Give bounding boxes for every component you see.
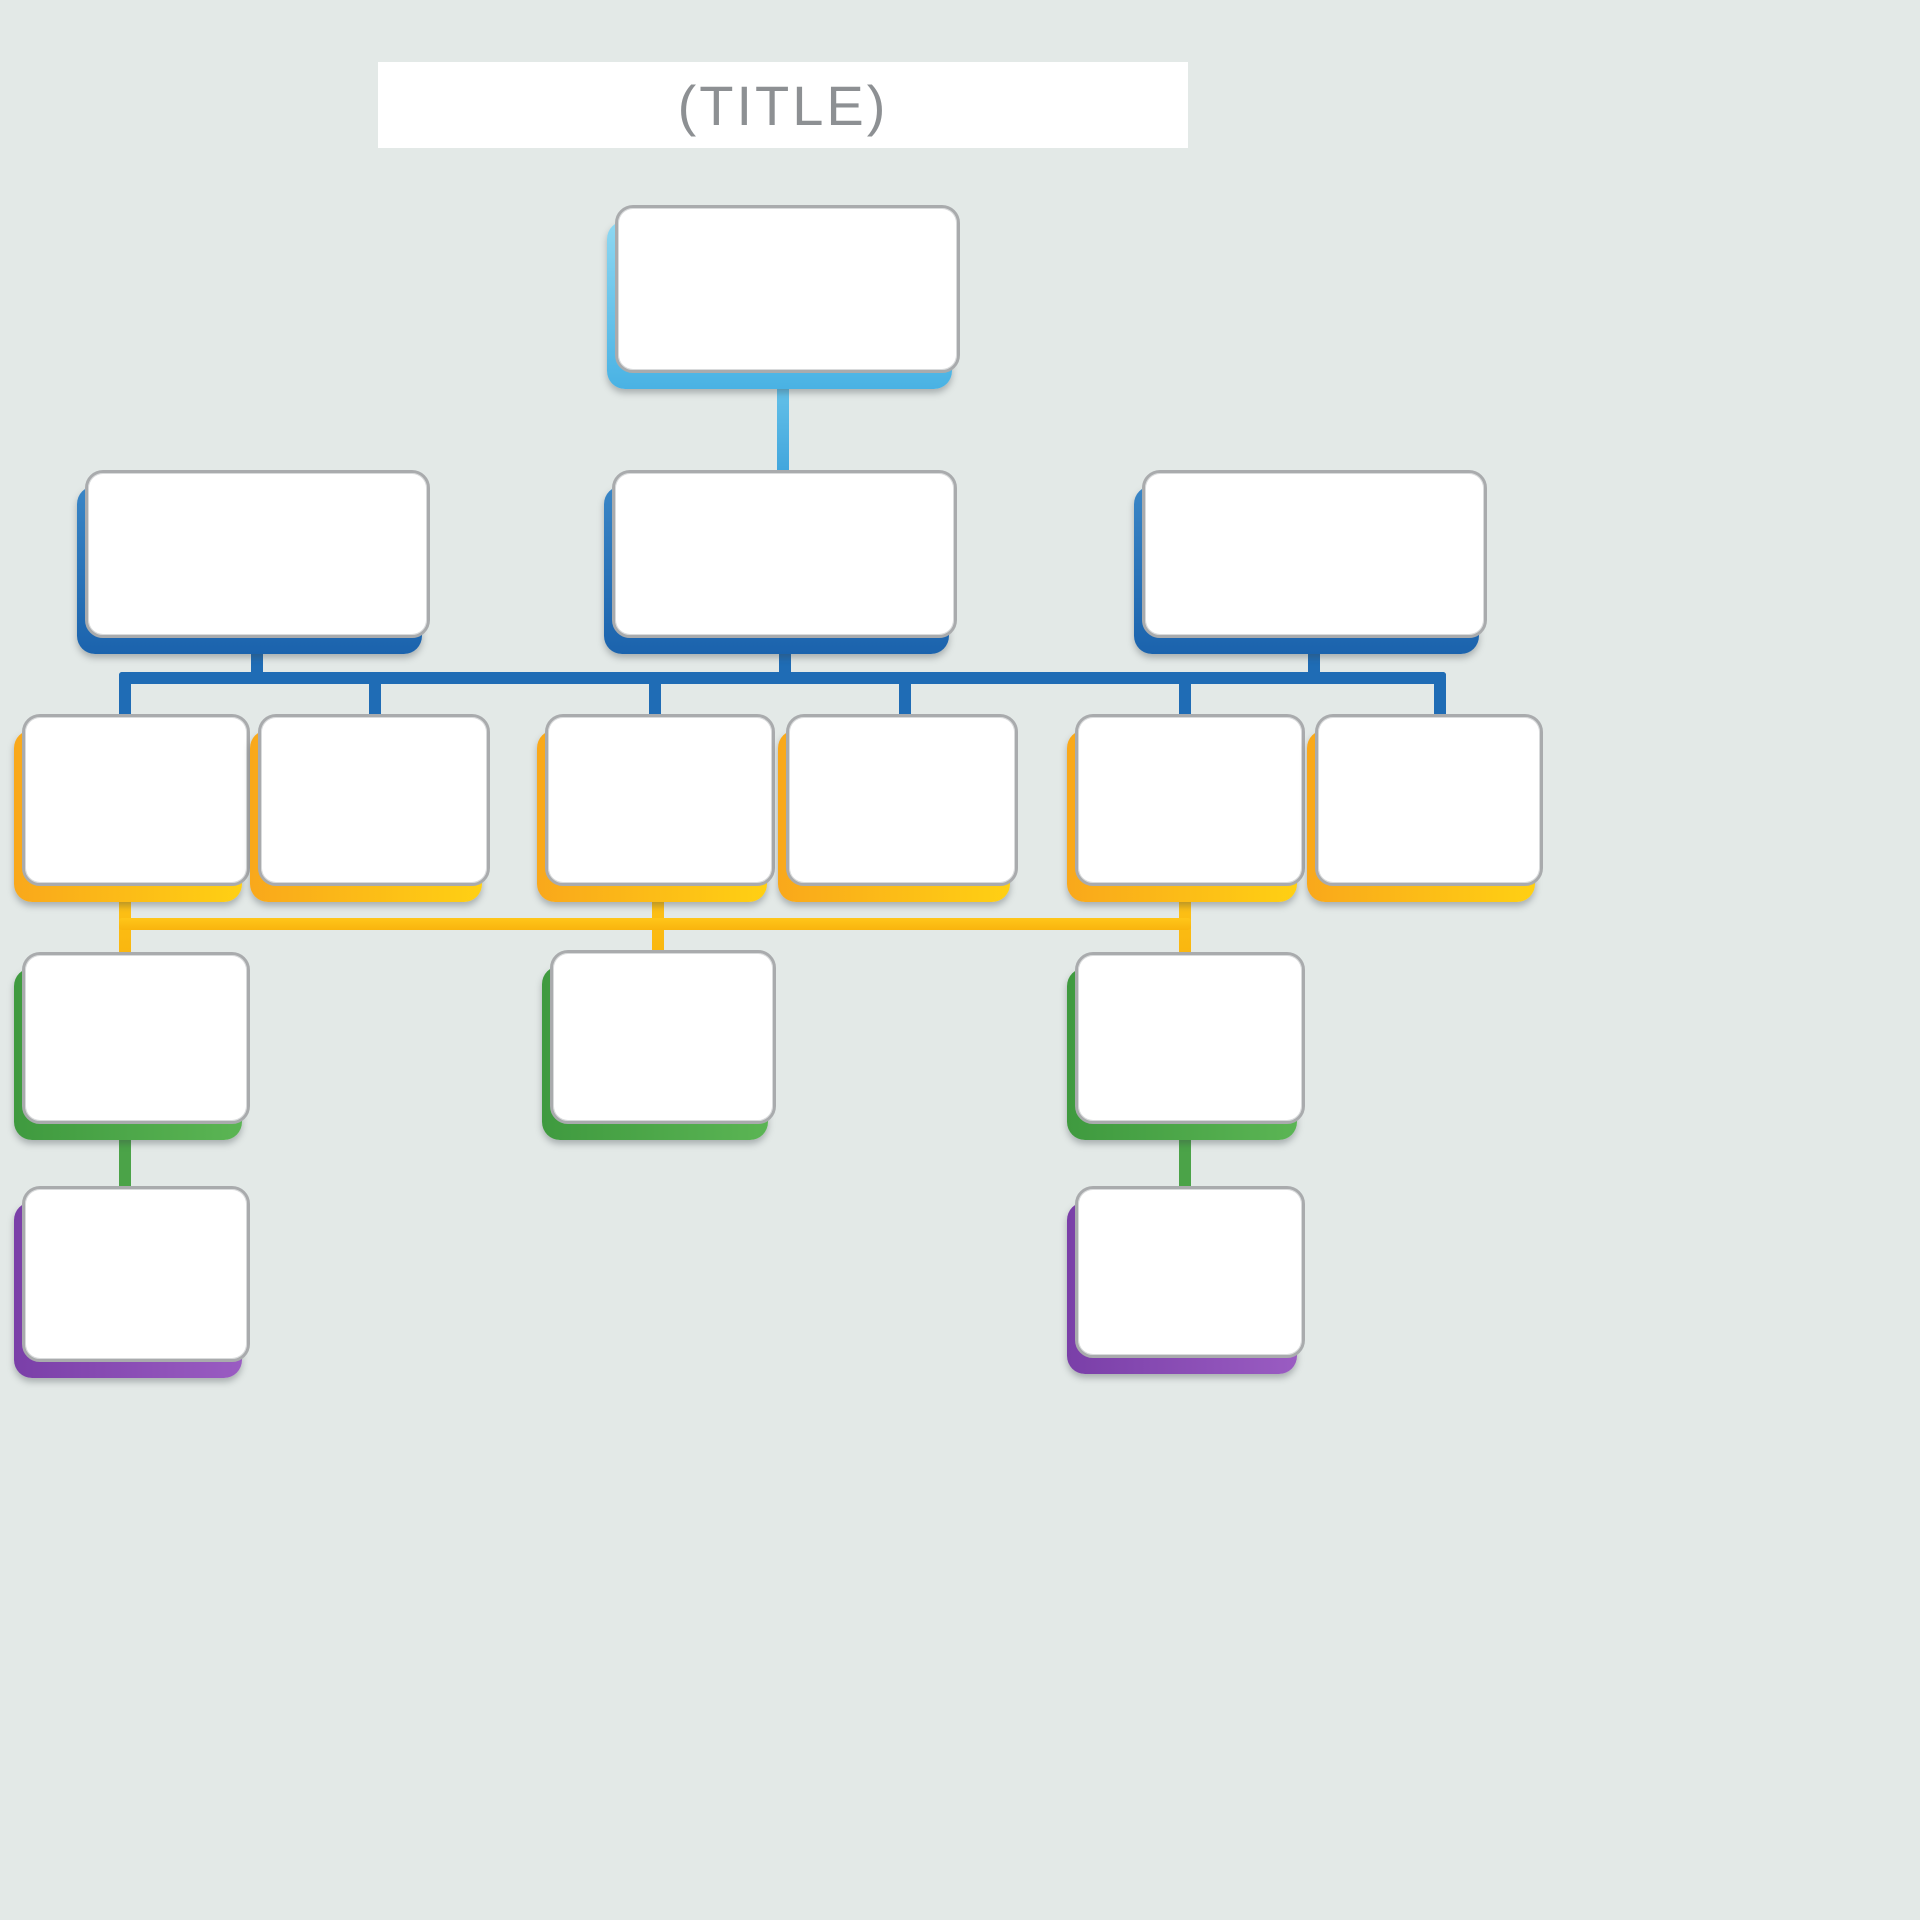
org-node-level3-5: [1067, 714, 1305, 902]
page-title: (TITLE): [677, 73, 889, 137]
connector-blue-bus: [119, 672, 1446, 684]
org-node-level3-3: [537, 714, 775, 902]
node-body: [1142, 470, 1487, 638]
connector-l3a-drop: [119, 672, 131, 722]
connector-l3c-drop: [649, 672, 661, 722]
node-body: [786, 714, 1018, 886]
org-node-level2-1: [77, 470, 430, 654]
org-node-level4-3: [1067, 952, 1305, 1140]
org-node-level5-2: [1067, 1186, 1305, 1374]
connector-l3f-drop: [1434, 672, 1446, 722]
title-banner: (TITLE): [378, 62, 1188, 148]
node-body: [1075, 714, 1305, 886]
connector-yellow-bus: [119, 918, 1191, 930]
connector-l3d-drop: [899, 672, 911, 722]
node-body: [1075, 1186, 1305, 1358]
org-node-level3-2: [250, 714, 490, 902]
org-node-level3-1: [14, 714, 250, 902]
node-body: [545, 714, 775, 886]
org-node-level2-3: [1134, 470, 1487, 654]
node-body: [22, 1186, 250, 1362]
node-body: [85, 470, 430, 638]
org-node-level5-1: [14, 1186, 250, 1378]
connector-l3b-drop: [369, 672, 381, 722]
node-body: [258, 714, 490, 886]
node-body: [612, 470, 957, 638]
node-body: [22, 714, 250, 886]
org-node-level1-1: [607, 205, 960, 389]
node-body: [1075, 952, 1305, 1124]
node-body: [615, 205, 960, 373]
node-body: [22, 952, 250, 1124]
node-body: [550, 950, 776, 1124]
org-node-level3-4: [778, 714, 1018, 902]
org-node-level3-6: [1307, 714, 1543, 902]
org-node-level4-1: [14, 952, 250, 1140]
connector-l3e-drop: [1179, 672, 1191, 722]
org-node-level2-2: [604, 470, 957, 654]
node-body: [1315, 714, 1543, 886]
org-node-level4-2: [542, 950, 776, 1140]
connector-l1-to-l2: [777, 362, 789, 477]
